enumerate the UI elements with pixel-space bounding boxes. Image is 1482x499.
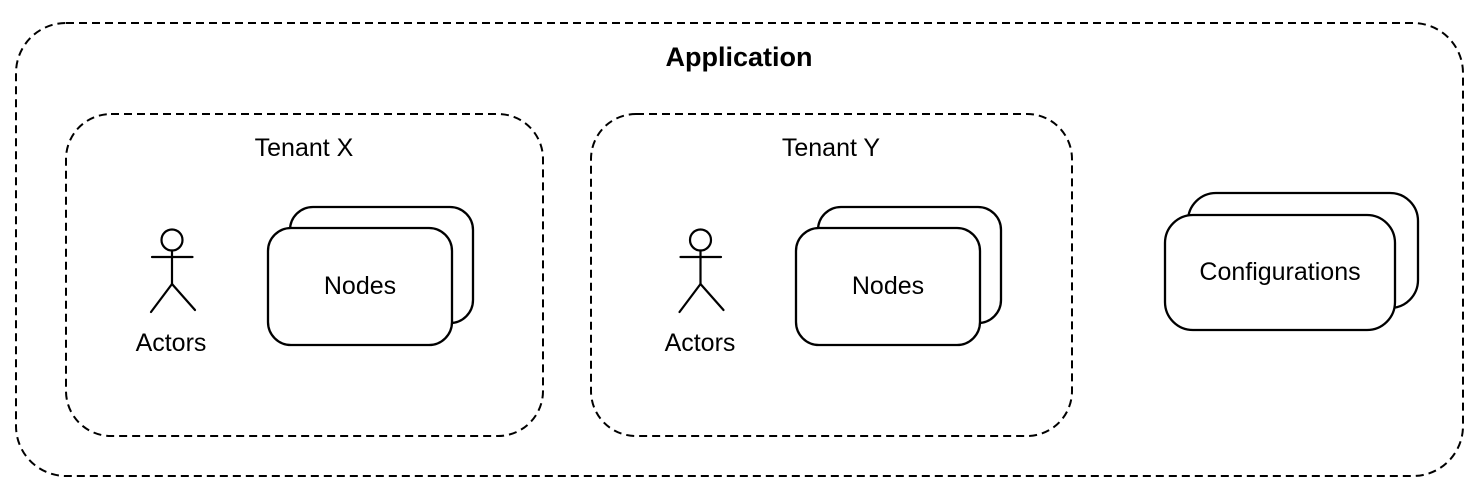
nodes-y-label: Nodes <box>851 272 925 300</box>
configurations-stack <box>1163 191 1420 332</box>
actor-y-icon <box>678 228 725 314</box>
actor-x-icon <box>149 228 197 314</box>
actors-x-label: Actors <box>135 329 207 357</box>
nodes-x-stack <box>266 205 475 347</box>
actors-y-label: Actors <box>664 329 736 357</box>
application-label: Application <box>665 42 813 72</box>
tenant-y-label: Tenant Y <box>781 134 881 162</box>
nodes-x-front-card <box>266 226 454 347</box>
nodes-x-label: Nodes <box>323 272 397 300</box>
tenant-x-label: Tenant X <box>254 134 354 162</box>
tenant-y-box <box>590 113 1073 437</box>
nodes-y-stack <box>794 205 1003 347</box>
configurations-label: Configurations <box>1199 258 1361 286</box>
application-boundary-box <box>15 22 1464 477</box>
nodes-y-front-card <box>794 226 982 347</box>
configurations-front-card <box>1163 213 1397 332</box>
tenant-x-box <box>65 113 544 437</box>
